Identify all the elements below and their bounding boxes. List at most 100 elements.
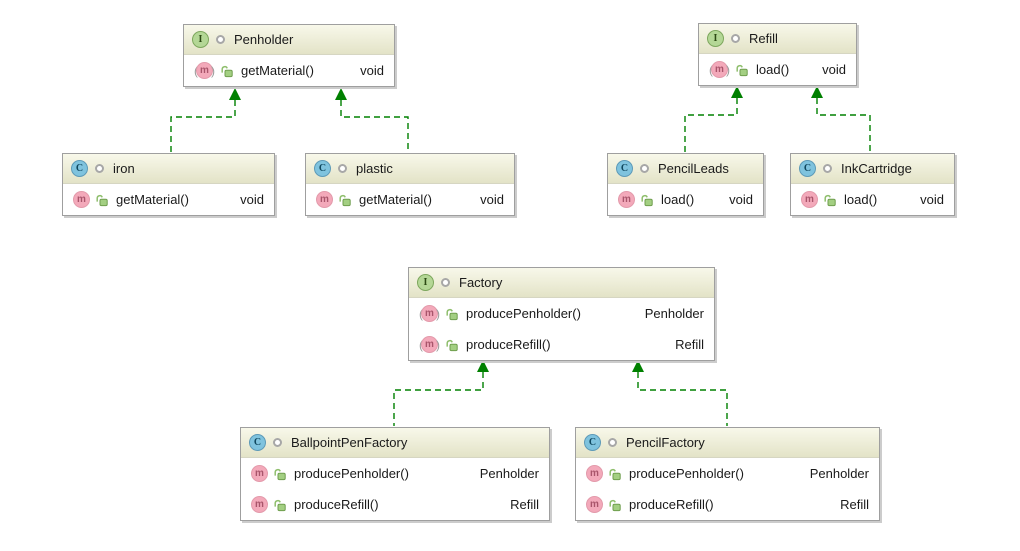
method-row[interactable]: ( m ) load() void xyxy=(699,54,856,85)
method-name: producePenholder() xyxy=(466,306,581,321)
public-lock-icon xyxy=(273,498,287,512)
method-row[interactable]: ( m ) producePenholder() Penholder xyxy=(409,298,714,329)
method-return-type: void xyxy=(480,192,504,207)
visibility-icon xyxy=(441,278,450,287)
node-header: C iron xyxy=(63,154,274,184)
interface-node-refill[interactable]: I Refill ( m ) load() void xyxy=(698,23,857,86)
visibility-icon xyxy=(823,164,832,173)
visibility-icon xyxy=(338,164,347,173)
implements-edge-pencilleads-refill[interactable] xyxy=(684,86,743,152)
public-lock-icon xyxy=(608,467,622,481)
public-lock-icon xyxy=(608,498,622,512)
node-title: plastic xyxy=(356,161,393,176)
class-icon: C xyxy=(314,160,331,177)
method-row[interactable]: m getMaterial() void xyxy=(306,184,514,215)
node-title: PencilFactory xyxy=(626,435,705,450)
public-lock-icon xyxy=(445,338,459,352)
method-name: load() xyxy=(844,192,878,207)
node-title: PencilLeads xyxy=(658,161,729,176)
method-icon: m xyxy=(73,191,90,208)
class-icon: C xyxy=(249,434,266,451)
public-lock-icon xyxy=(735,63,749,77)
public-lock-icon xyxy=(338,193,352,207)
method-icon: m xyxy=(251,465,268,482)
interface-icon: I xyxy=(192,31,209,48)
interface-node-penholder[interactable]: I Penholder ( m ) getMaterial() void xyxy=(183,24,395,87)
node-title: BallpointPenFactory xyxy=(291,435,408,450)
node-title: Factory xyxy=(459,275,503,290)
method-icon: m xyxy=(801,191,818,208)
public-lock-icon xyxy=(273,467,287,481)
abstract-method-icon: ( m ) xyxy=(194,62,215,79)
implements-edge-plastic-penholder[interactable] xyxy=(335,88,409,152)
method-name: load() xyxy=(756,62,790,77)
visibility-icon xyxy=(273,438,282,447)
method-name: getMaterial() xyxy=(241,63,314,78)
node-title: Penholder xyxy=(234,32,294,47)
implements-edge-ballpointpenfactory-factory[interactable] xyxy=(393,360,489,426)
public-lock-icon xyxy=(95,193,109,207)
method-return-type: void xyxy=(822,62,846,77)
method-icon: m xyxy=(316,191,333,208)
method-row[interactable]: ( m ) getMaterial() void xyxy=(184,55,394,86)
method-return-type: Penholder xyxy=(809,466,869,481)
class-icon: C xyxy=(616,160,633,177)
node-header: I Refill xyxy=(699,24,856,54)
method-row[interactable]: m load() void xyxy=(608,184,763,215)
node-header: C PencilFactory xyxy=(576,428,879,458)
interface-node-factory[interactable]: I Factory ( m ) producePenholder() Penho… xyxy=(408,267,715,361)
method-icon: m xyxy=(586,465,603,482)
method-row[interactable]: m produceRefill() Refill xyxy=(241,489,549,520)
method-name: producePenholder() xyxy=(629,466,744,481)
interface-icon: I xyxy=(707,30,724,47)
method-return-type: Penholder xyxy=(479,466,539,481)
method-return-type: void xyxy=(360,63,384,78)
visibility-icon xyxy=(608,438,617,447)
class-node-iron[interactable]: C iron m getMaterial() void xyxy=(62,153,275,216)
class-node-pencilleads[interactable]: C PencilLeads m load() void xyxy=(607,153,764,216)
implements-edge-iron-penholder[interactable] xyxy=(170,88,241,152)
method-row[interactable]: m produceRefill() Refill xyxy=(576,489,879,520)
method-row[interactable]: m producePenholder() Penholder xyxy=(241,458,549,489)
implements-edge-pencilfactory-factory[interactable] xyxy=(632,360,728,426)
method-icon: m xyxy=(618,191,635,208)
class-icon: C xyxy=(71,160,88,177)
node-header: I Factory xyxy=(409,268,714,298)
node-header: C plastic xyxy=(306,154,514,184)
method-return-type: void xyxy=(240,192,264,207)
class-node-inkcartridge[interactable]: C InkCartridge m load() void xyxy=(790,153,955,216)
class-icon: C xyxy=(799,160,816,177)
node-title: iron xyxy=(113,161,135,176)
method-name: getMaterial() xyxy=(359,192,432,207)
public-lock-icon xyxy=(823,193,837,207)
class-node-plastic[interactable]: C plastic m getMaterial() void xyxy=(305,153,515,216)
abstract-method-icon: ( m ) xyxy=(419,305,440,322)
method-name: getMaterial() xyxy=(116,192,189,207)
method-return-type: void xyxy=(920,192,944,207)
method-name: load() xyxy=(661,192,695,207)
method-icon: m xyxy=(586,496,603,513)
class-icon: C xyxy=(584,434,601,451)
node-header: C InkCartridge xyxy=(791,154,954,184)
method-name: produceRefill() xyxy=(294,497,379,512)
method-row[interactable]: m getMaterial() void xyxy=(63,184,274,215)
implements-edge-inkcartridge-refill[interactable] xyxy=(811,86,871,152)
visibility-icon xyxy=(731,34,740,43)
abstract-method-icon: ( m ) xyxy=(419,336,440,353)
method-row[interactable]: m load() void xyxy=(791,184,954,215)
class-node-ballpointpenfactory[interactable]: C BallpointPenFactory m producePenholder… xyxy=(240,427,550,521)
node-title: Refill xyxy=(749,31,778,46)
public-lock-icon xyxy=(640,193,654,207)
method-icon: m xyxy=(251,496,268,513)
node-title: InkCartridge xyxy=(841,161,912,176)
method-name: produceRefill() xyxy=(629,497,714,512)
method-row[interactable]: m producePenholder() Penholder xyxy=(576,458,879,489)
visibility-icon xyxy=(640,164,649,173)
method-row[interactable]: ( m ) produceRefill() Refill xyxy=(409,329,714,360)
node-header: C BallpointPenFactory xyxy=(241,428,549,458)
method-name: producePenholder() xyxy=(294,466,409,481)
class-node-pencilfactory[interactable]: C PencilFactory m producePenholder() Pen… xyxy=(575,427,880,521)
method-return-type: void xyxy=(729,192,753,207)
interface-icon: I xyxy=(417,274,434,291)
